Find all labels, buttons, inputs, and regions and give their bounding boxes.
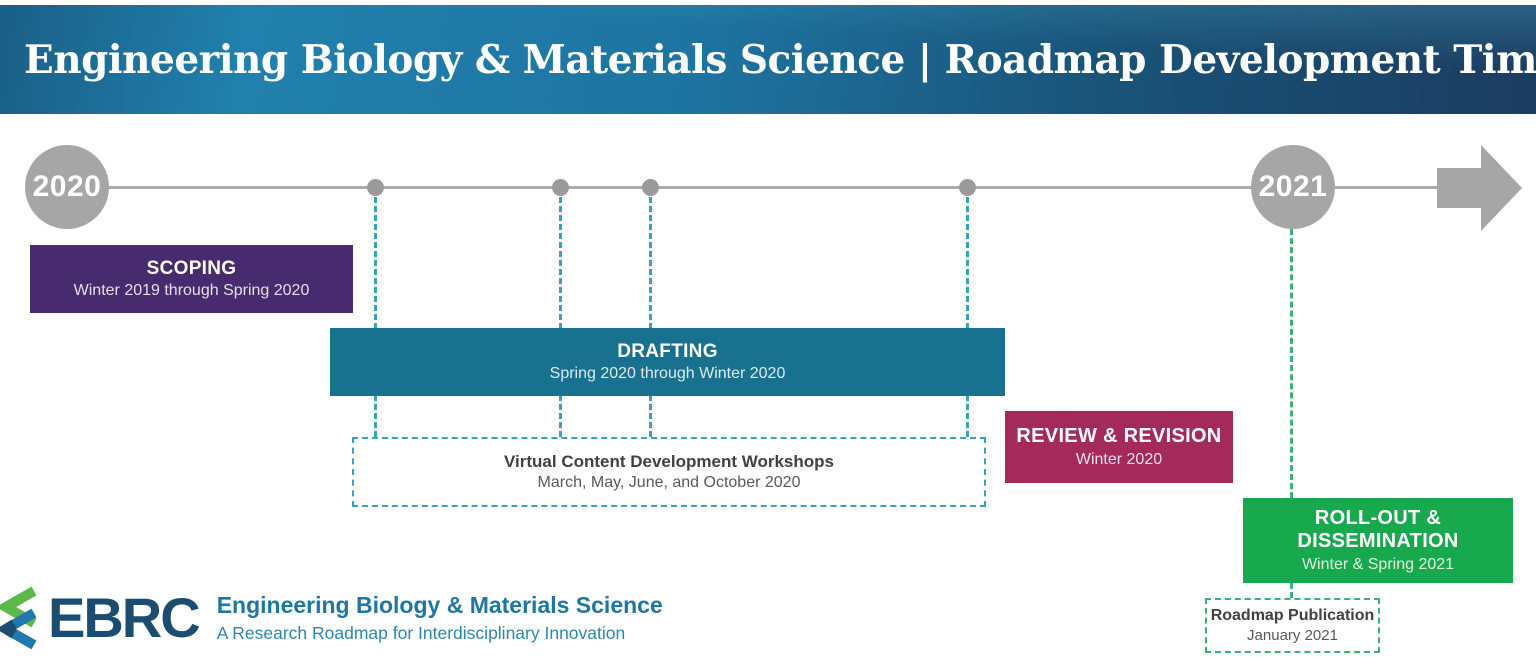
milestone-dates: March, May, June, and October 2020 <box>537 474 801 491</box>
milestone-title: Roadmap Publication <box>1210 607 1375 624</box>
year-marker-2020: 2020 <box>25 145 109 229</box>
connector-dashed-teal <box>559 197 562 437</box>
phase-drafting: DRAFTING Spring 2020 through Winter 2020 <box>330 328 1005 396</box>
ebrc-logo-text: EBRC <box>48 586 201 649</box>
phase-title: DRAFTING <box>617 340 718 362</box>
header-banner: Engineering Biology & Materials Science … <box>0 5 1536 114</box>
phase-dates: Winter 2020 <box>1075 451 1163 468</box>
connector-dashed-teal <box>649 197 652 437</box>
org-title-block: Engineering Biology & Materials Science … <box>217 592 663 644</box>
connector-dashed-green <box>1290 229 1293 598</box>
year-marker-2021: 2021 <box>1251 145 1335 229</box>
phase-rollout-dissemination: ROLL-OUT & DISSEMINATION Winter & Spring… <box>1243 498 1513 583</box>
phase-title: REVIEW & REVISION <box>1016 425 1222 447</box>
phase-dates: Winter 2019 through Spring 2020 <box>73 282 310 300</box>
phase-scoping: SCOPING Winter 2019 through Spring 2020 <box>30 245 353 313</box>
org-title: Engineering Biology & Materials Science <box>216 592 663 619</box>
connector-dashed-teal <box>374 197 377 437</box>
timeline-dot <box>367 179 384 196</box>
phase-title: SCOPING <box>146 257 237 279</box>
phase-title: ROLL-OUT & DISSEMINATION <box>1297 507 1459 552</box>
milestone-roadmap-publication: Roadmap Publication January 2021 <box>1205 598 1380 653</box>
connector-dashed-teal <box>966 197 969 437</box>
timeline-dot <box>642 179 659 196</box>
milestone-dates: January 2021 <box>1247 627 1338 644</box>
timeline-dot <box>959 179 976 196</box>
year-label: 2020 <box>32 170 102 203</box>
footer-logo-lockup: EBRC Engineering Biology & Materials Sci… <box>0 585 663 651</box>
timeline-dot <box>552 179 569 196</box>
milestone-workshops: Virtual Content Development Workshops Ma… <box>352 437 986 507</box>
page-title: Engineering Biology & Materials Science … <box>24 36 1536 83</box>
year-label: 2021 <box>1258 170 1328 203</box>
ebrc-helix-icon <box>0 586 37 650</box>
arrow-right-icon <box>1437 145 1522 231</box>
timeline-axis <box>67 186 1440 189</box>
phase-review-revision: REVIEW & REVISION Winter 2020 <box>1005 411 1233 483</box>
phase-dates: Spring 2020 through Winter 2020 <box>549 365 786 383</box>
phase-dates: Winter & Spring 2021 <box>1301 556 1455 573</box>
milestone-title: Virtual Content Development Workshops <box>504 452 834 471</box>
org-tagline: A Research Roadmap for Interdisciplinary… <box>216 622 626 643</box>
